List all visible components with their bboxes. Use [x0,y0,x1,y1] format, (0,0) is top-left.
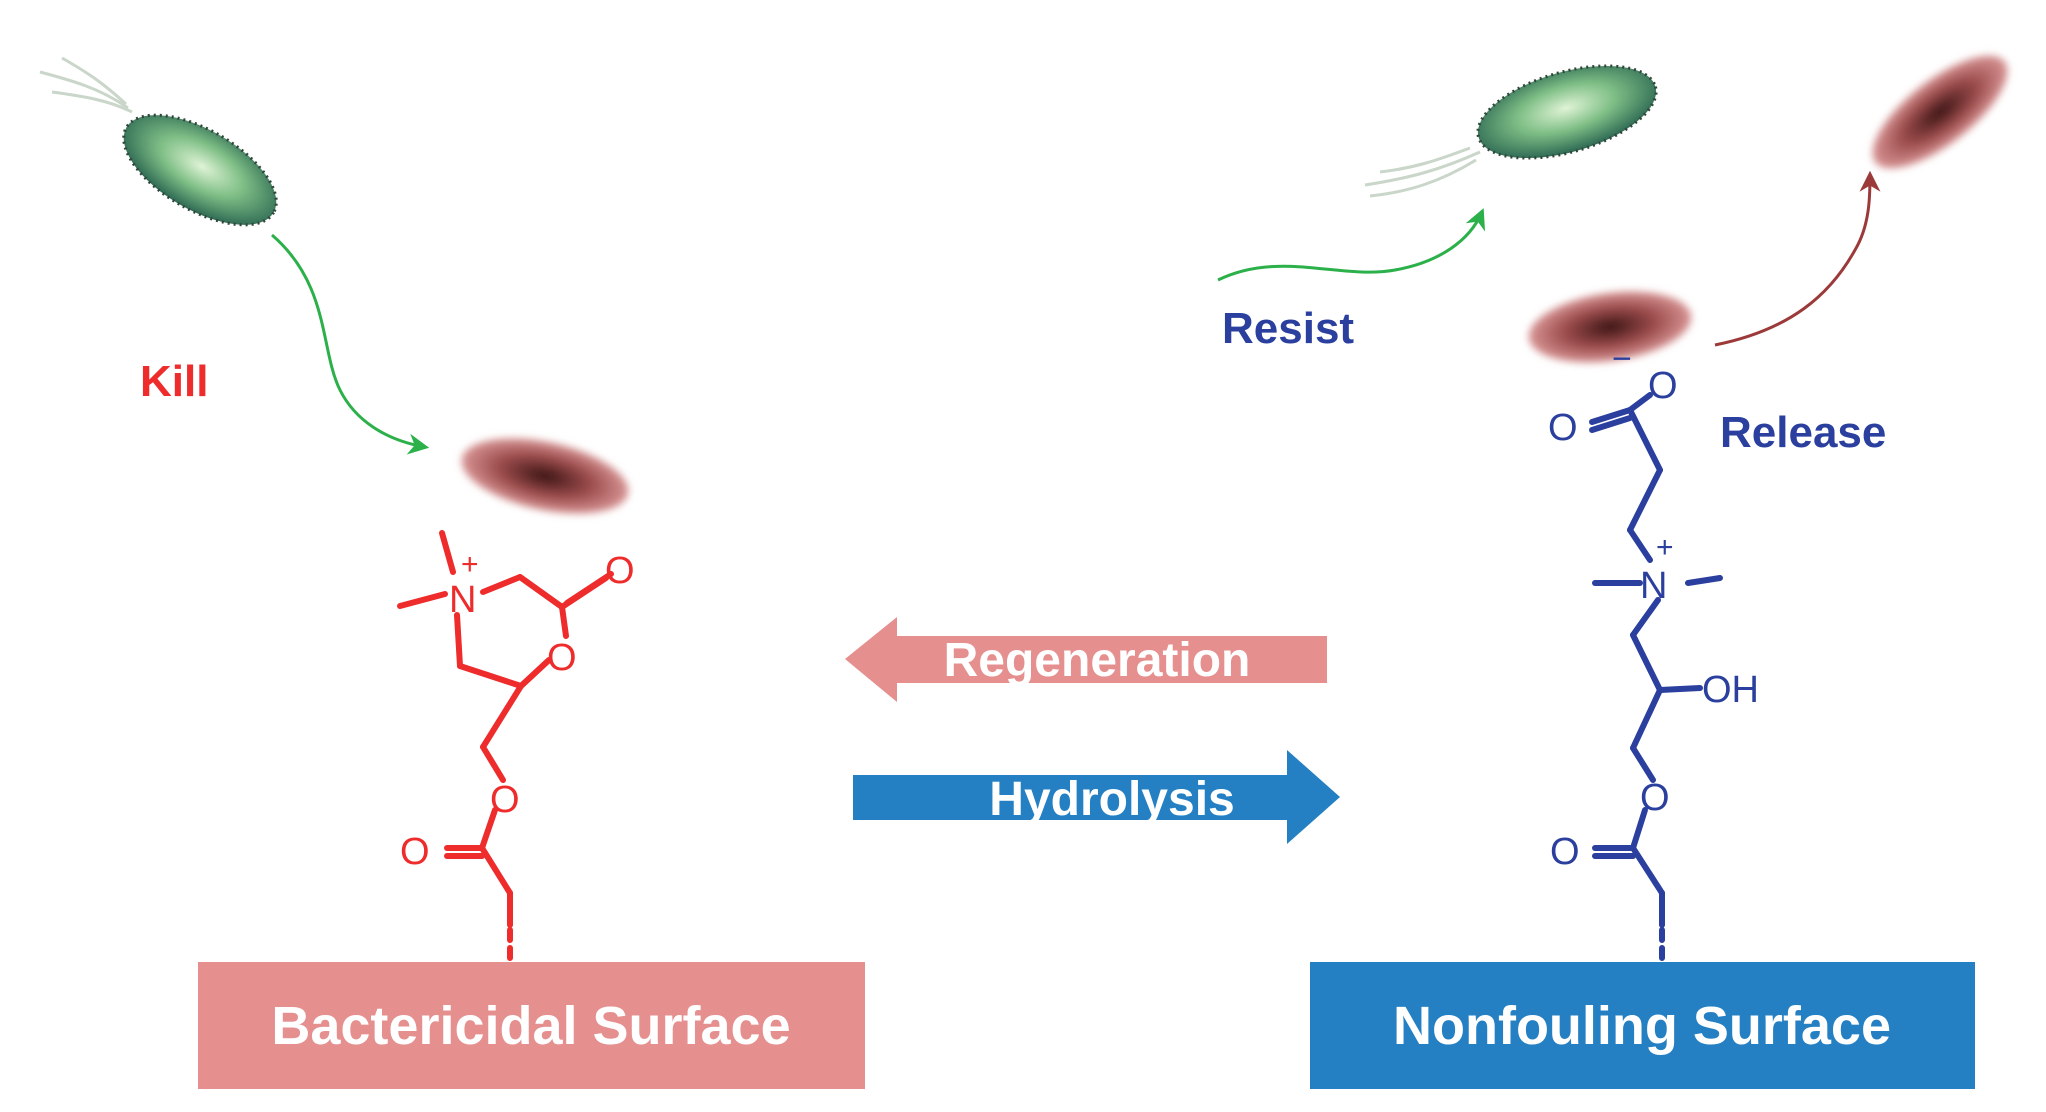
nonfouling-surface-box [1310,962,1975,1089]
hydroxyl-group: OH [1702,669,1759,711]
plus-charge: + [461,548,479,581]
regeneration-label: Regeneration [944,634,1251,687]
carboxylate-charge: − [1612,340,1632,378]
release-label: Release [1720,408,1886,457]
bactericidal-surface-box [198,962,865,1089]
hydrolysis-arrow: Hydrolysis [853,750,1340,844]
resist-label: Resist [1222,304,1354,353]
ester-oxygen: O [490,779,520,821]
nonfouling-atom-labels: − O O N + OH O O [1548,340,1759,873]
n-plus-atom: N [1640,565,1667,607]
green-bacterium-icon [1364,64,1658,198]
red-bacterium-icon [1872,55,2008,169]
hydrolysis-label: Hydrolysis [989,773,1234,826]
resist-arrow [1217,208,1486,282]
ring-oxygen: O [547,637,577,679]
carboxylate-oxygen: O [1648,365,1678,407]
plus-charge: + [1656,531,1674,564]
carboxyl-oxygen: O [1548,407,1578,449]
red-bacterium-icon [461,438,629,514]
ester-carbonyl-oxygen: O [400,831,430,873]
bactericidal-surface-label: Bactericidal Surface [271,996,790,1056]
green-bacterium-icon [39,56,278,227]
kill-label: Kill [140,357,208,406]
bactericidal-molecule [397,530,614,965]
n-plus-atom: N [449,579,476,621]
kill-arrow [271,233,430,455]
regeneration-arrow: Regeneration [845,617,1327,702]
release-arrow [1714,170,1881,347]
bactericidal-atom-labels: N + O O O O [400,548,635,873]
ester-oxygen: O [1640,777,1670,819]
ring-carbonyl-oxygen: O [605,550,635,592]
nonfouling-surface-label: Nonfouling Surface [1393,996,1891,1056]
ester-carbonyl-oxygen: O [1550,831,1580,873]
nonfouling-molecule [1589,392,1723,965]
red-bacterium-icon [1528,291,1692,363]
